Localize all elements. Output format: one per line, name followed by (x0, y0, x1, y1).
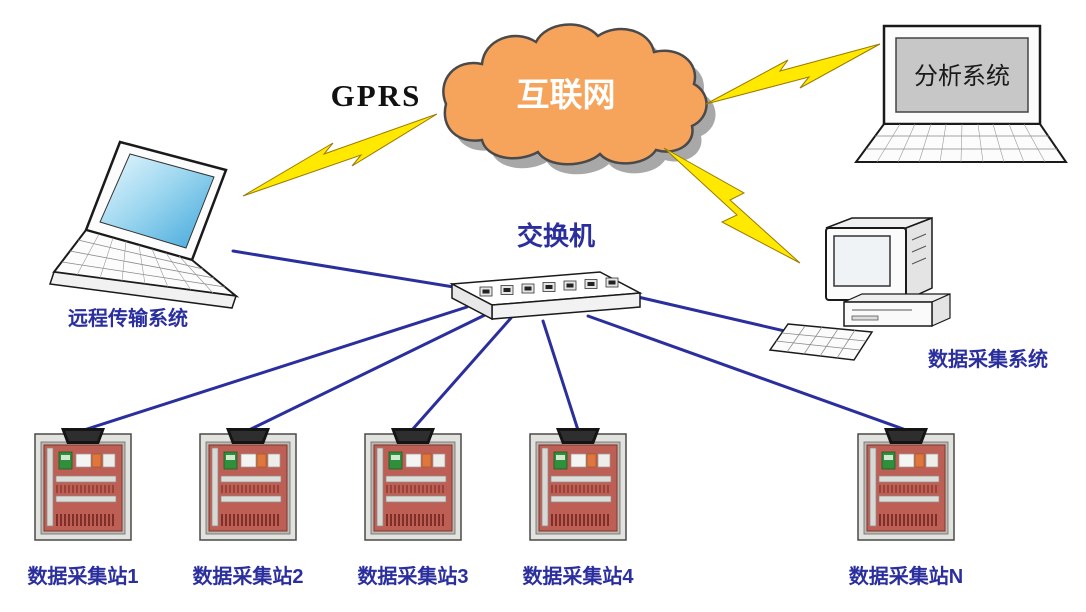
crt-side-face (905, 216, 933, 302)
lightning-bolt-gprs (242, 113, 438, 197)
daq-station-cabinet-3 (364, 427, 462, 541)
case-front-face (843, 301, 933, 327)
analysis-keyboard (854, 123, 1068, 163)
cloud-shape (442, 23, 708, 166)
daq-system-computer (768, 216, 951, 361)
daq-system-label: 数据采集系统 (928, 347, 1048, 371)
link-switch-daq-system (636, 295, 804, 337)
daq-station-cabinet-1 (34, 427, 132, 541)
remote-transmission-label: 远程传输系统 (68, 306, 188, 330)
link-switch-station1 (82, 305, 469, 432)
switch-ports (479, 277, 619, 297)
daq-station-cabinet-4 (529, 427, 627, 541)
station-label-N: 数据采集站N (849, 564, 963, 588)
analysis-system-label: 分析系统 (914, 63, 1010, 90)
link-switch-station2 (247, 311, 491, 432)
analysis-key-columns (876, 123, 1046, 163)
gprs-label: GPRS (331, 78, 422, 113)
link-switch-station3 (410, 316, 513, 432)
network-links (82, 249, 908, 432)
switch-left-face (451, 282, 493, 321)
lightning-bolt-daq (663, 147, 801, 264)
analysis-system-computer: 分析系统 (854, 24, 1068, 163)
daq-keyboard-grid (775, 325, 867, 359)
laptop-screen (99, 153, 215, 249)
station-label-4: 数据采集站4 (522, 564, 634, 588)
internet-cloud: 互联网 (442, 23, 716, 175)
analysis-screen (895, 37, 1029, 113)
remote-transmission-laptop (49, 140, 240, 309)
daq-station-cabinet-N (857, 427, 955, 541)
internet-label: 互联网 (517, 76, 616, 113)
daq-station-cabinet-2 (199, 427, 297, 541)
link-switch-stationN (586, 314, 908, 432)
case-drive-slot (851, 315, 879, 321)
network-switch (449, 271, 643, 321)
lightning-bolt-analysis (705, 43, 881, 105)
station-label-2: 数据采集站2 (192, 564, 303, 588)
crt-screen (833, 235, 891, 287)
link-laptop-switch (231, 249, 468, 291)
station-label-1: 数据采集站1 (27, 564, 138, 588)
station-label-3: 数据采集站3 (357, 564, 468, 588)
crt-vents (911, 233, 927, 265)
laptop-key-columns (76, 233, 214, 294)
daq-stations: 数据采集站1 数据采集站2 数据采集站3 数据采集站4 数据采集站N (27, 427, 963, 588)
link-switch-station4 (541, 319, 580, 432)
laptop-front-lip (49, 271, 237, 309)
switch-label: 交换机 (517, 221, 595, 251)
